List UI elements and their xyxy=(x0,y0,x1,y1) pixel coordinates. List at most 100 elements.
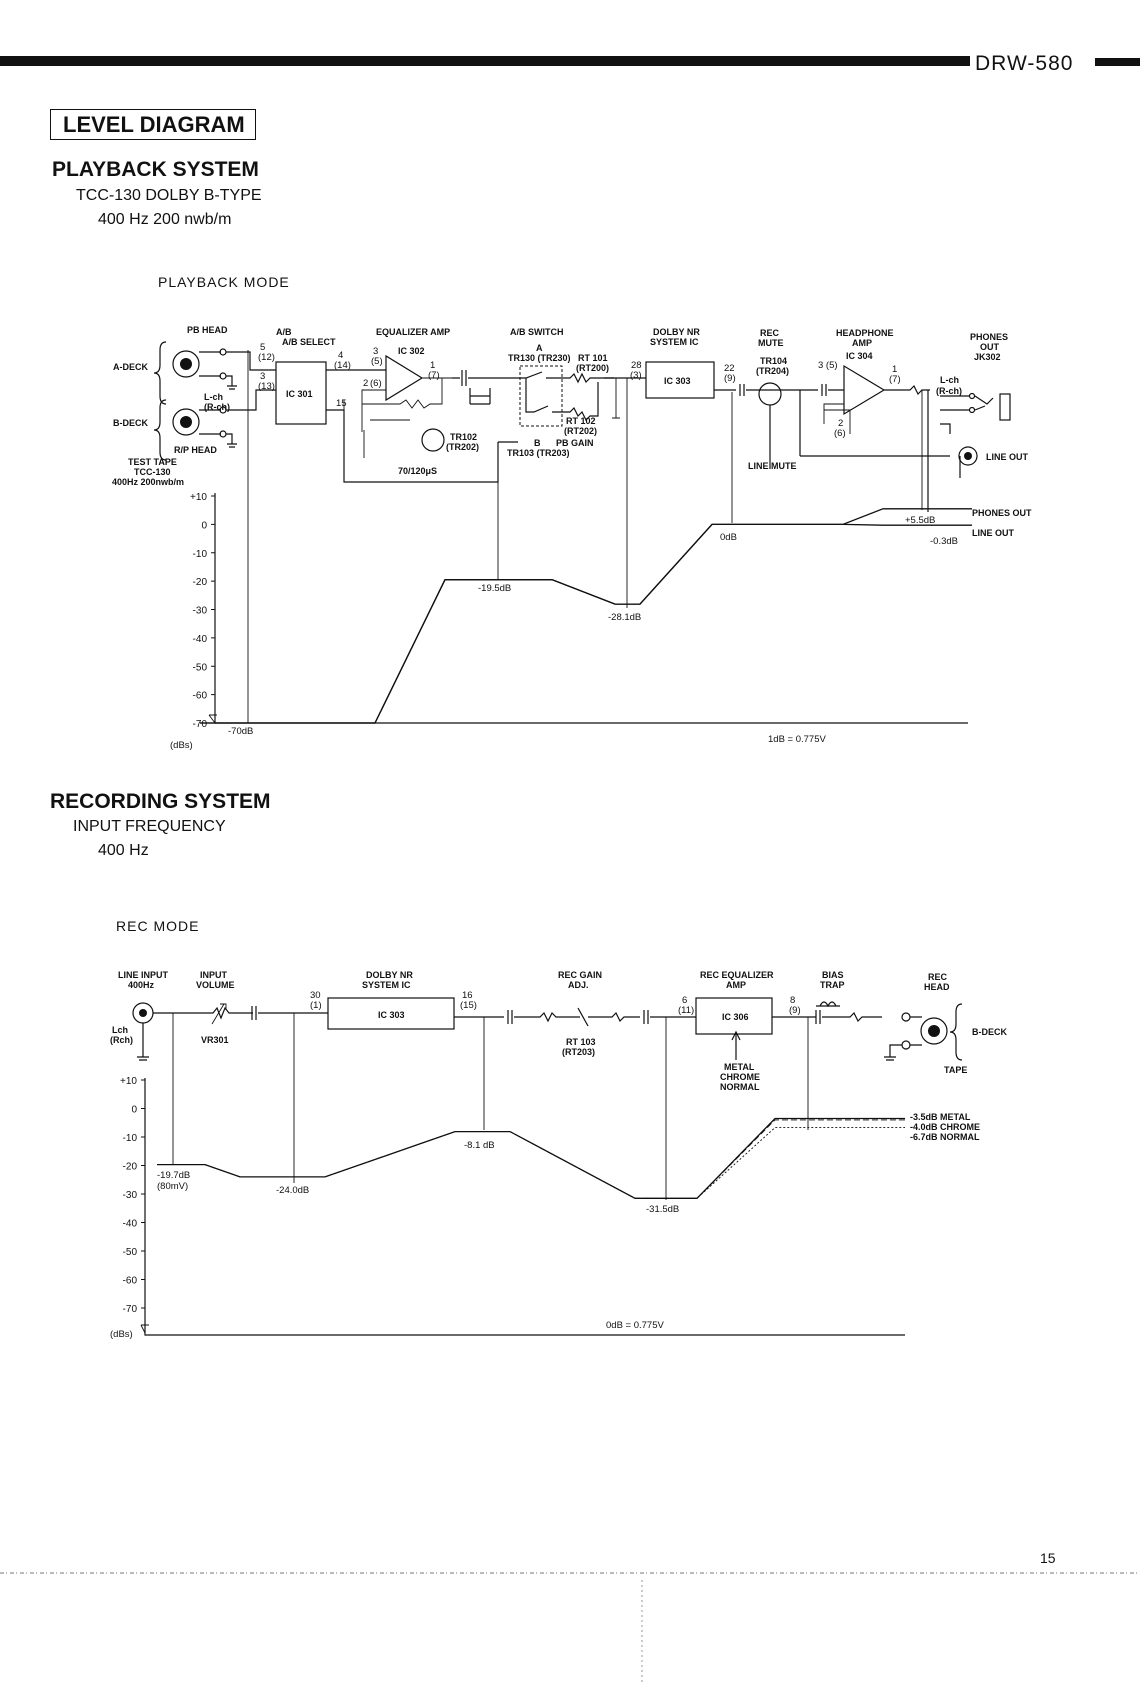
b-deck-label: B-DECK xyxy=(113,418,148,428)
y-tick-label: -10 xyxy=(123,1133,138,1144)
rp-head-core xyxy=(180,416,192,428)
pin-label: (1) xyxy=(310,1000,322,1011)
playback-mode: PLAYBACK MODE xyxy=(158,274,290,290)
pin-label: (13) xyxy=(258,381,275,392)
phones-out-label2: OUT xyxy=(980,342,1000,352)
bias-trap-label2: TRAP xyxy=(820,980,845,990)
y-tick-label: -30 xyxy=(193,606,208,617)
normal-label: NORMAL xyxy=(720,1082,760,1092)
ab-select-label2: A/B SELECT xyxy=(282,337,336,347)
pin-label: (6) xyxy=(834,428,846,439)
dolby-label2: SYSTEM IC xyxy=(650,337,699,347)
eq-time-label: 70/120μS xyxy=(398,466,437,476)
rec-output-label: -4.0dB CHROME xyxy=(910,1122,980,1132)
a-deck-brace xyxy=(153,341,167,405)
playback-line1: TCC-130 DOLBY B-TYPE xyxy=(76,187,262,204)
metal-chrome-arrow xyxy=(731,1030,741,1060)
a-deck-label: A-DECK xyxy=(113,362,148,372)
ab-switch-box xyxy=(519,365,563,427)
vr301-label: VR301 xyxy=(201,1035,229,1045)
y-tick-label: -70 xyxy=(193,719,208,730)
line-input-jack-core xyxy=(139,1009,147,1017)
pin-label: 1 xyxy=(430,360,435,371)
y-tick-label: +10 xyxy=(120,1076,137,1087)
pin-label: (7) xyxy=(889,374,901,385)
metal-label: METAL xyxy=(724,1062,755,1072)
rec-b-deck-label: B-DECK xyxy=(972,1027,1007,1037)
line-mute-label: LINE MUTE xyxy=(748,461,797,471)
hp-amp-label: HEADPHONE xyxy=(836,328,894,338)
ab-switch-label: A/B SWITCH xyxy=(510,327,564,337)
rec-eq-label2: AMP xyxy=(726,980,746,990)
y-tick-label: -50 xyxy=(193,662,208,673)
tcc-label: TCC-130 xyxy=(134,467,171,477)
ic303-label: IC 303 xyxy=(664,376,691,386)
pb-output-label: PHONES OUT xyxy=(972,508,1032,518)
rec-gain-label: REC GAIN xyxy=(558,970,602,980)
rec-annotation: -8.1 dB xyxy=(464,1140,495,1151)
y-tick-label: -30 xyxy=(123,1190,138,1201)
pin-label: 1 xyxy=(892,364,897,375)
pb-ylabel: (dBs) xyxy=(170,740,193,751)
recording-title: RECORDING SYSTEM xyxy=(50,790,271,813)
rt102-label: RT 102 xyxy=(566,416,596,426)
section-title: LEVEL DIAGRAM xyxy=(50,109,256,140)
line-out-label: LINE OUT xyxy=(986,452,1029,462)
rec-mute-label2: MUTE xyxy=(758,338,784,348)
bias-trap-icon xyxy=(816,1001,840,1008)
pb-annotation: -0.3dB xyxy=(930,536,958,547)
pin-label: 3 xyxy=(260,371,265,382)
pb-note: 1dB = 0.775V xyxy=(768,734,827,745)
recording-line2: 400 Hz xyxy=(98,842,149,859)
tr104-label: TR104 xyxy=(760,356,787,366)
ic301-label: IC 301 xyxy=(286,389,313,399)
rec-ic303-label: IC 303 xyxy=(378,1010,405,1020)
rec-dolby-label: DOLBY NR xyxy=(366,970,413,980)
ab-select-label: A/B xyxy=(276,327,292,337)
rec-ylabel: (dBs) xyxy=(110,1329,133,1340)
rec-annotation: -19.7dB xyxy=(157,1170,190,1181)
line-out-jack-icon xyxy=(958,446,978,466)
switch-b-label: B xyxy=(534,438,541,448)
terminal-icon xyxy=(968,392,976,400)
test-tape-label: TEST TAPE xyxy=(128,457,177,467)
pb-annotation: -70dB xyxy=(228,726,253,737)
pb-series-phones-out xyxy=(200,508,972,724)
ic304-amp xyxy=(843,364,886,416)
rch-label: (R-ch) xyxy=(204,402,230,412)
rp-head-label: R/P HEAD xyxy=(174,445,217,455)
pin-label: (9) xyxy=(789,1005,801,1016)
phones-jack-icon xyxy=(999,393,1011,421)
y-tick-label: -60 xyxy=(123,1276,138,1287)
tr204-label: (TR204) xyxy=(756,366,789,376)
pb-annotation: -19.5dB xyxy=(478,583,511,594)
rec-eq-label: REC EQUALIZER xyxy=(700,970,774,980)
rt202-label: (RT202) xyxy=(564,426,597,436)
rec-mute-label: REC xyxy=(760,328,780,338)
ic302-label: IC 302 xyxy=(398,346,425,356)
rt203-label: (RT203) xyxy=(562,1047,595,1057)
tcc-level-label: 400Hz 200nwb/m xyxy=(112,477,184,487)
rec-axis xyxy=(144,1078,905,1336)
rec-output-label: -6.7dB NORMAL xyxy=(910,1132,980,1142)
pin-label: 6 xyxy=(682,995,687,1006)
pin-label: 30 xyxy=(310,990,321,1001)
line-input-f-label: 400Hz xyxy=(128,980,155,990)
pin-label: 15 xyxy=(336,398,347,409)
playback-line2: 400 Hz 200 nwb/m xyxy=(98,211,232,228)
pin-label: 3 (5) xyxy=(818,360,838,371)
ic306-block xyxy=(695,997,773,1035)
pb-output-label: LINE OUT xyxy=(972,528,1015,538)
y-tick-label: -70 xyxy=(123,1304,138,1315)
terminal-icon xyxy=(968,406,976,414)
tr103-label: TR103 (TR203) xyxy=(507,448,570,458)
ic304-label: IC 304 xyxy=(846,351,873,361)
pin-label: (11) xyxy=(678,1005,694,1016)
rec-annotation: (80mV) xyxy=(157,1181,188,1192)
tr102-icon xyxy=(421,428,445,452)
rec-head-core xyxy=(928,1025,940,1037)
pb-head-core xyxy=(180,358,192,370)
model-number: DRW-580 xyxy=(975,52,1074,75)
y-tick-label: -10 xyxy=(193,549,208,560)
pb-annotation: 0dB xyxy=(720,532,737,543)
